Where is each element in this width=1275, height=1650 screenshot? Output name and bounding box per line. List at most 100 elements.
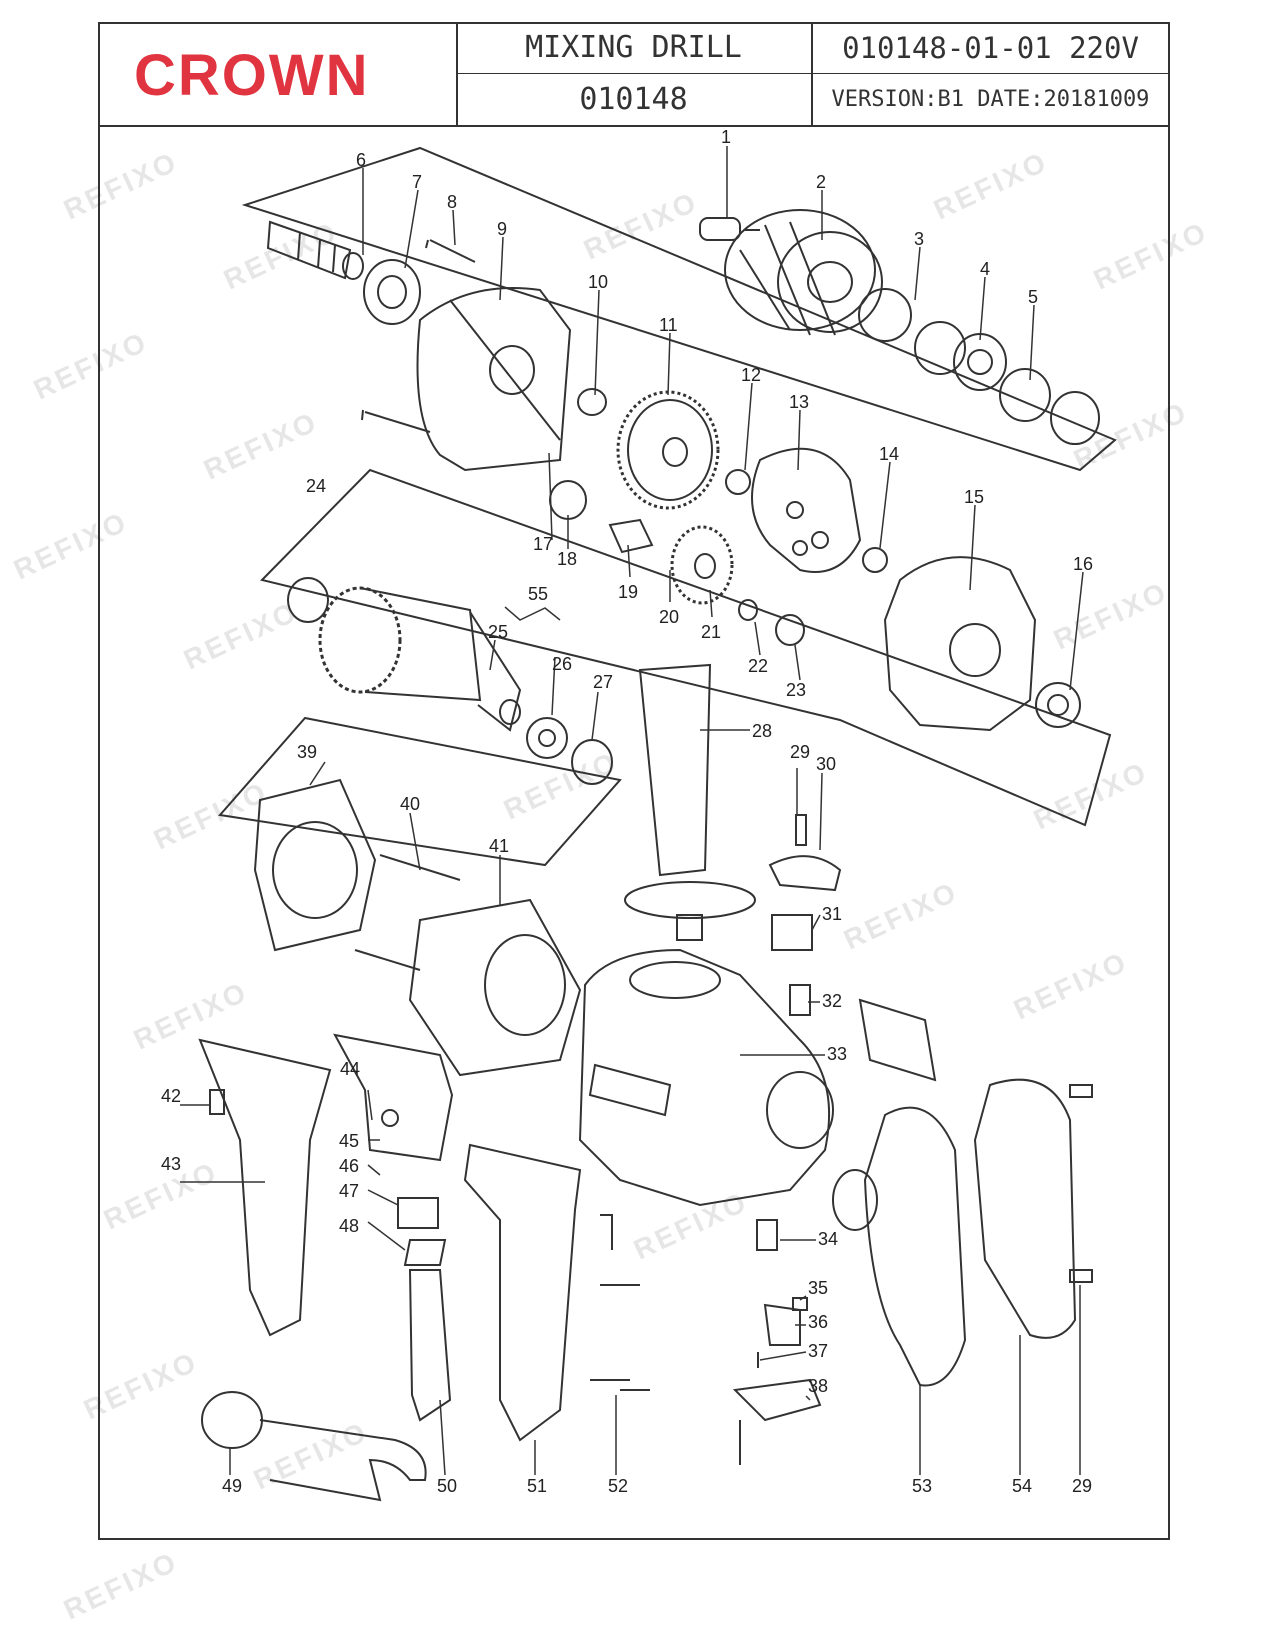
part-label: 15 bbox=[964, 487, 984, 507]
part-label: 32 bbox=[822, 991, 842, 1011]
cord-guard-50-drawing bbox=[408, 1269, 452, 1422]
part-label: 28 bbox=[752, 721, 772, 741]
part-label: 29 bbox=[790, 742, 810, 762]
part-label: 2 bbox=[816, 172, 826, 192]
part-label: 13 bbox=[789, 392, 809, 412]
screw-52-drawing bbox=[590, 1214, 650, 1391]
part-label: 19 bbox=[618, 582, 638, 602]
screw-42-drawing bbox=[209, 1089, 225, 1115]
part-label: 34 bbox=[818, 1229, 838, 1249]
screw-40-drawing bbox=[354, 854, 461, 971]
part-label: 16 bbox=[1073, 554, 1093, 574]
stator-41-drawing bbox=[408, 898, 582, 1077]
part-label: 18 bbox=[557, 549, 577, 569]
front-handle-53-drawing bbox=[832, 1106, 967, 1387]
part-label: 33 bbox=[827, 1044, 847, 1064]
carbon-brush-32-drawing bbox=[789, 984, 811, 1016]
bushing-14-drawing bbox=[862, 547, 888, 573]
gear-21-drawing bbox=[670, 525, 734, 605]
label-32-drawing bbox=[858, 998, 937, 1082]
bearing-drawing bbox=[363, 259, 421, 325]
gear-housing-drawing bbox=[416, 287, 572, 472]
cover-15-drawing bbox=[883, 556, 1037, 732]
bearing-23-drawing bbox=[775, 614, 805, 646]
ring-22-drawing bbox=[738, 599, 758, 621]
fan-guard-ring-drawing bbox=[272, 821, 358, 919]
part-label: 46 bbox=[339, 1156, 359, 1176]
handle-half-43-drawing bbox=[198, 1038, 332, 1337]
chuck-drawing bbox=[699, 209, 883, 336]
drawing-frame bbox=[98, 22, 1170, 1540]
plate-13-drawing bbox=[751, 447, 862, 573]
cap-30-drawing bbox=[768, 855, 842, 892]
part-label: 44 bbox=[340, 1059, 360, 1079]
screw-29b-drawing bbox=[1069, 1269, 1093, 1283]
part-label: 37 bbox=[808, 1341, 828, 1361]
part-label: 53 bbox=[912, 1476, 932, 1496]
title-block: CROWN MIXING DRILL 010148 010148-01-01 2… bbox=[98, 22, 1170, 127]
part-label: 51 bbox=[527, 1476, 547, 1496]
cord-49-drawing bbox=[201, 1391, 427, 1502]
part-label: 52 bbox=[608, 1476, 628, 1496]
pinion-19-drawing bbox=[608, 518, 654, 554]
group-stator-outline bbox=[218, 716, 622, 867]
cover-38-drawing bbox=[732, 1378, 822, 1422]
washer-5-drawing bbox=[999, 368, 1051, 422]
ring-12-drawing bbox=[725, 469, 751, 495]
spindle-drawing bbox=[266, 220, 364, 280]
part-label: 36 bbox=[808, 1312, 828, 1332]
ring-3-drawing bbox=[858, 288, 912, 342]
part-label: 12 bbox=[741, 365, 761, 385]
gear-11-drawing bbox=[616, 390, 720, 510]
part-label: 6 bbox=[356, 150, 366, 170]
brand-logo: CROWN bbox=[134, 43, 370, 108]
group-gearbox-outline bbox=[241, 146, 1117, 472]
part-label: 22 bbox=[748, 656, 768, 676]
part-label: 48 bbox=[339, 1216, 359, 1236]
part-label: 41 bbox=[489, 836, 509, 856]
part-label: 29 bbox=[1072, 1476, 1092, 1496]
part-label: 5 bbox=[1028, 287, 1038, 307]
handle-half-51-drawing bbox=[463, 1143, 582, 1442]
brush-holder-31-drawing bbox=[771, 914, 813, 951]
part-label: 39 bbox=[297, 742, 317, 762]
part-label: 10 bbox=[588, 272, 608, 292]
part-label: 9 bbox=[497, 219, 507, 239]
rear-cover-54-drawing bbox=[973, 1078, 1077, 1339]
part-label: 47 bbox=[339, 1181, 359, 1201]
screw-29c-drawing bbox=[795, 814, 807, 846]
part-label: 25 bbox=[488, 622, 508, 642]
ring-5b-drawing bbox=[1050, 391, 1100, 445]
part-label: 42 bbox=[161, 1086, 181, 1106]
switch-44-drawing bbox=[333, 1033, 454, 1162]
sleeve-27-drawing bbox=[571, 739, 613, 785]
part-label: 23 bbox=[786, 680, 806, 700]
armature-drawing bbox=[318, 586, 522, 732]
part-label: 21 bbox=[701, 622, 721, 642]
part-label: 30 bbox=[816, 754, 836, 774]
model-name: MIXING DRILL bbox=[456, 22, 813, 74]
bearing-26-drawing bbox=[526, 717, 568, 759]
part-label: 45 bbox=[339, 1131, 359, 1151]
carbon-brush-34-drawing bbox=[756, 1219, 778, 1251]
part-label: 14 bbox=[879, 444, 899, 464]
part-label: 50 bbox=[437, 1476, 457, 1496]
part-label: 55 bbox=[528, 584, 548, 604]
part-label: 40 bbox=[400, 794, 420, 814]
product-code: 010148-01-01 220V bbox=[813, 22, 1168, 74]
group-armature-outline bbox=[260, 468, 1112, 827]
washer-3b-drawing bbox=[914, 321, 966, 375]
part-label: 3 bbox=[914, 229, 924, 249]
motor-housing-drawing bbox=[578, 948, 834, 1207]
part-label: 49 bbox=[222, 1476, 242, 1496]
brand-logo-cell: CROWN bbox=[98, 22, 458, 125]
part-label: 17 bbox=[533, 534, 553, 554]
part-label: 27 bbox=[593, 672, 613, 692]
version-date: VERSION:B1 DATE:20181009 bbox=[831, 87, 1150, 112]
capacitor-47-drawing bbox=[397, 1197, 439, 1229]
part-label: 35 bbox=[808, 1278, 828, 1298]
part-label: 1 bbox=[721, 127, 731, 147]
cable-clamp-48-drawing bbox=[403, 1239, 447, 1266]
side-handle-drawing bbox=[624, 663, 756, 941]
